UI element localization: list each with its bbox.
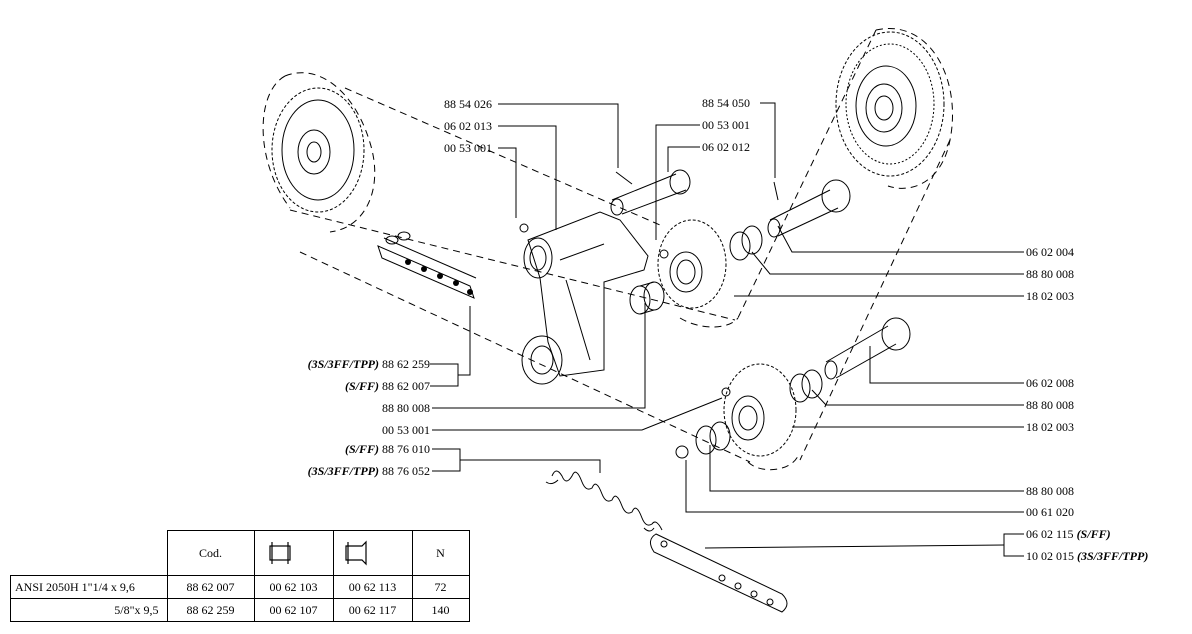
lower-pin — [824, 317, 911, 380]
header-half-link — [332, 530, 413, 576]
upper-idler-sprocket — [657, 219, 727, 309]
callout-label: 00 61 020 — [1026, 505, 1074, 519]
callout-label: 18 02 003 — [1026, 289, 1074, 303]
header-link — [253, 530, 334, 576]
callout-label: 88 80 008 — [1026, 267, 1074, 281]
lower-idler-sprocket — [721, 363, 797, 457]
callout-label: (3S/3FF/TPP) 88 76 052 — [307, 464, 430, 478]
callout-label: (3S/3FF/TPP) 88 62 259 — [307, 357, 430, 371]
chain-section — [377, 231, 477, 299]
callout-label: 06 02 115 (S/FF) — [1026, 527, 1111, 541]
callout-label: 88 54 050 — [702, 96, 750, 110]
bushing-upper-right — [729, 225, 763, 261]
callout-label: 06 02 004 — [1026, 245, 1074, 259]
callout-label: 18 02 003 — [1026, 420, 1074, 434]
callout-label: 88 80 008 — [1026, 398, 1074, 412]
callout-label: 88 80 008 — [382, 401, 430, 415]
callout-label: (S/FF) 88 76 010 — [344, 442, 430, 456]
tensioner-arm — [519, 211, 649, 385]
callout-label: 06 02 013 — [444, 119, 492, 133]
upper-pin — [610, 169, 691, 216]
bushing-lower-right — [789, 369, 823, 403]
bushing-upper-left — [629, 281, 665, 315]
leader-lines — [430, 102, 1024, 557]
adjustment-plate — [650, 533, 788, 613]
chain-parts-table: Cod. N ANSI 2050H 1"1/4 x 9,6 88 62 007 … — [10, 530, 470, 622]
callout-label: 00 53 001 — [702, 118, 750, 132]
header-n: N — [411, 530, 470, 576]
table-row: 5/8"x 9,5 88 62 259 00 62 107 00 62 117 … — [10, 598, 470, 622]
long-upper-pin — [767, 179, 851, 238]
callout-label: 00 53 001 — [382, 423, 430, 437]
callout-label: 00 53 001 — [444, 141, 492, 155]
callout-label: 88 80 008 — [1026, 484, 1074, 498]
left-sprocket — [271, 87, 365, 213]
callout-label: 88 54 026 — [444, 97, 492, 111]
chain-loops — [262, 28, 954, 471]
right-sprocket — [835, 31, 945, 177]
table-row: ANSI 2050H 1"1/4 x 9,6 88 62 007 00 62 1… — [10, 575, 470, 599]
tension-spring — [545, 470, 663, 532]
callout-label: 10 02 015 (3S/3FF/TPP) — [1026, 549, 1149, 563]
bushing-lower-left — [675, 421, 731, 459]
callout-label: 06 02 008 — [1026, 376, 1074, 390]
header-cod: Cod. — [166, 530, 255, 576]
callout-label: 06 02 012 — [702, 140, 750, 154]
callout-label: (S/FF) 88 62 007 — [344, 379, 430, 393]
